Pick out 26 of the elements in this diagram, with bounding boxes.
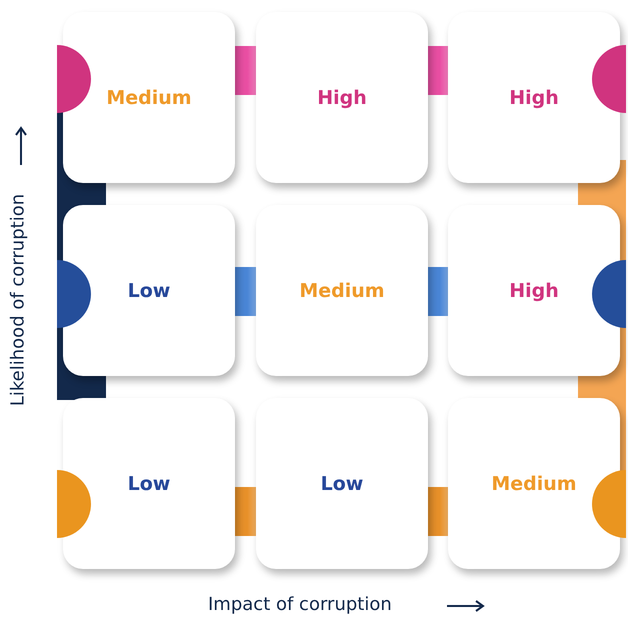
risk-level: High xyxy=(509,86,559,108)
axis-label: Impact of corruption xyxy=(208,594,392,615)
risk-card xyxy=(256,398,428,569)
connector-band xyxy=(428,46,448,95)
risk-level: Low xyxy=(128,280,170,302)
risk-level: Medium xyxy=(491,472,577,494)
connector-band xyxy=(235,487,256,536)
risk-card xyxy=(63,205,235,376)
connector-band xyxy=(428,267,448,316)
risk-level: Low xyxy=(128,472,170,494)
risk-level: High xyxy=(317,86,367,108)
risk-card xyxy=(63,12,235,183)
connector-band xyxy=(235,46,256,95)
axis-label: Likelihood of corruption xyxy=(8,194,28,406)
risk-level: High xyxy=(509,280,559,302)
connector-band xyxy=(428,487,448,536)
risk-card xyxy=(448,398,620,569)
connector-band xyxy=(235,267,256,316)
risk-level: Low xyxy=(320,472,364,494)
risk-level: Medium xyxy=(106,86,192,108)
risk-card xyxy=(448,205,620,376)
risk-card xyxy=(448,12,620,183)
risk-level: Medium xyxy=(299,280,385,302)
risk-card xyxy=(256,12,428,183)
risk-card xyxy=(256,205,428,376)
risk-card xyxy=(63,398,235,569)
